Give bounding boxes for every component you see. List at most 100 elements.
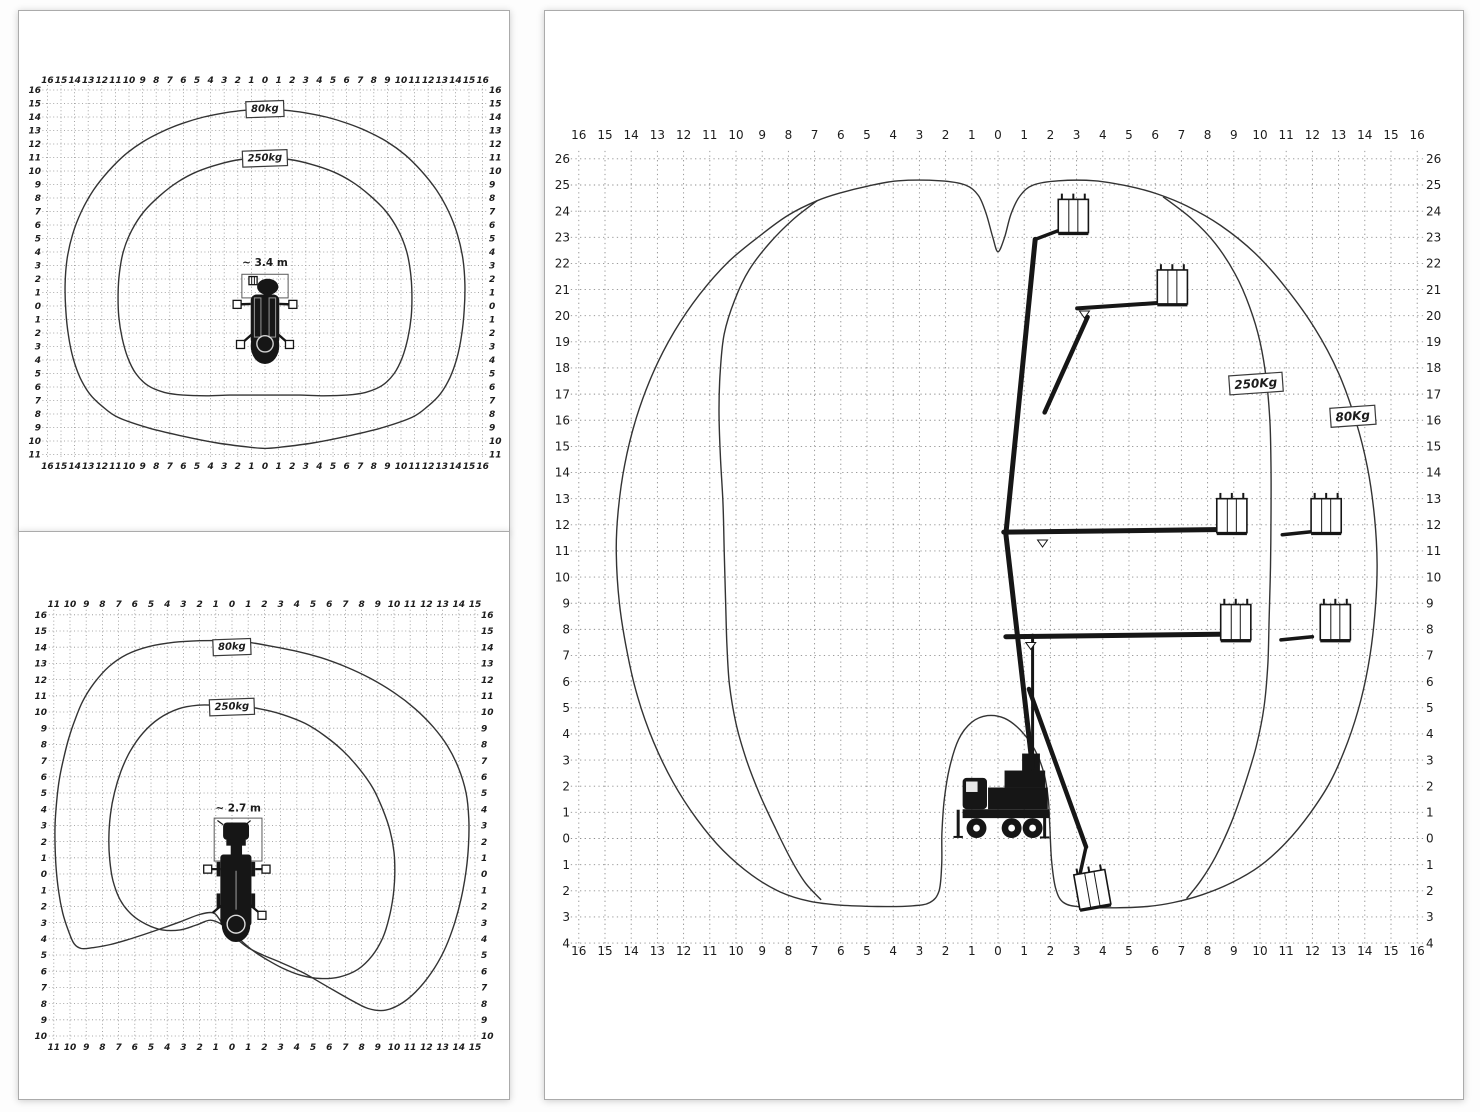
axis-tick-label: 15	[55, 76, 68, 86]
axis-tick-label: 14	[68, 76, 81, 86]
axis-tick-label: 14	[68, 462, 81, 472]
axis-tick-label: 7	[1178, 128, 1186, 142]
machine-width-dimension-label: ~ 3.4 m	[242, 257, 288, 269]
axis-tick-label: 8	[481, 741, 487, 751]
axis-tick-label: 5	[41, 951, 47, 961]
axis-tick-label: 5	[330, 462, 336, 472]
axis-tick-label: 11	[481, 692, 494, 702]
axis-tick-label: 2	[35, 329, 41, 339]
axis-tick-label: 10	[28, 437, 41, 447]
axis-tick-label: 11	[109, 76, 122, 86]
curve-weight-label-text: 80kg	[218, 641, 246, 653]
curve-weight-label: 250Kg	[1228, 371, 1284, 396]
axis-tick-label: 13	[1331, 944, 1346, 958]
axis-tick-label: 8	[562, 623, 570, 637]
axis-tick-label: 0	[35, 302, 41, 312]
curve-weight-label-box	[245, 99, 285, 119]
axis-tick-label: 5	[1426, 701, 1434, 715]
axis-tick-label: 2	[196, 600, 202, 610]
axis-tick-label: 9	[41, 724, 47, 734]
axis-tick-label: 21	[1426, 283, 1441, 297]
axis-tick-labels: 1111101099887766554433221100112233445566…	[34, 600, 493, 1053]
axis-tick-label: 8	[1204, 944, 1212, 958]
axis-tick-label: 8	[371, 462, 377, 472]
axis-tick-label: 3	[41, 822, 47, 832]
work-basket-icon	[1310, 492, 1343, 536]
work-basket-icon	[1072, 864, 1112, 912]
axis-tick-label: 15	[597, 128, 612, 142]
envelope-80kg-curve	[64, 108, 466, 450]
axis-tick-label: 10	[388, 1043, 401, 1053]
axis-tick-label: 3	[180, 600, 186, 610]
axis-tick-label: 4	[562, 936, 570, 950]
axis-tick-label: 5	[194, 462, 200, 472]
axis-tick-label: 11	[702, 128, 717, 142]
axis-tick-label: 6	[1151, 128, 1159, 142]
axis-tick-label: 5	[863, 128, 871, 142]
axis-tick-label: 10	[1426, 570, 1441, 584]
axis-tick-label: 9	[83, 1043, 89, 1053]
axis-tick-label: 7	[115, 600, 122, 610]
axis-tick-label: 16	[476, 462, 489, 472]
axis-tick-label: 4	[206, 462, 213, 472]
axis-tick-label: 12	[1305, 944, 1320, 958]
axis-tick-label: 9	[481, 724, 487, 734]
axis-tick-label: 1	[1020, 944, 1028, 958]
boom-elbow-icon	[1078, 310, 1091, 319]
axis-tick-label: 8	[358, 600, 364, 610]
axis-tick-label: 10	[388, 600, 401, 610]
axis-tick-label: 16	[571, 128, 586, 142]
axis-tick-label: 9	[375, 600, 381, 610]
axis-tick-label: 0	[229, 1043, 235, 1053]
axis-tick-label: 10	[123, 462, 136, 472]
axis-tick-label: 13	[481, 660, 494, 670]
curve-weight-label-text: 80Kg	[1335, 408, 1371, 424]
axis-tick-label: 4	[889, 128, 897, 142]
envelope-250Kg-right-curve	[1162, 196, 1272, 900]
truck-top-view-icon	[203, 820, 271, 943]
axis-tick-label: 18	[555, 361, 570, 375]
axis-tick-label: 8	[41, 1000, 47, 1010]
axis-tick-label: 9	[489, 181, 495, 191]
axis-tick-label: 3	[1426, 910, 1434, 924]
work-basket-icon	[1057, 193, 1090, 236]
axis-tick-label: 15	[1383, 128, 1398, 142]
axis-tick-label: 16	[481, 611, 494, 621]
axis-tick-label: 12	[481, 676, 494, 686]
axis-tick-label: 6	[132, 1043, 138, 1053]
axis-tick-label: 19	[1426, 335, 1441, 349]
axis-tick-label: 1	[968, 128, 976, 142]
axis-tick-label: 5	[330, 76, 336, 86]
axis-tick-label: 13	[34, 660, 47, 670]
axis-tick-label: 15	[463, 76, 476, 86]
axis-tick-label: 7	[1178, 944, 1186, 958]
axis-tick-label: 3	[1073, 944, 1081, 958]
axis-tick-label: 11	[408, 462, 421, 472]
axis-tick-label: 6	[1151, 944, 1159, 958]
axis-tick-label: 10	[395, 76, 408, 86]
axis-tick-label: 10	[34, 708, 47, 718]
work-basket-icon	[1219, 598, 1252, 643]
axis-tick-label: 3	[489, 343, 495, 353]
axis-tick-label: 7	[115, 1043, 122, 1053]
load-envelope-curves	[615, 179, 1378, 909]
axis-tick-label: 10	[395, 462, 408, 472]
axis-tick-label: 0	[262, 462, 268, 472]
axis-tick-label: 10	[64, 600, 77, 610]
axis-tick-label: 11	[34, 692, 47, 702]
axis-tick-label: 14	[1357, 128, 1372, 142]
axis-tick-label: 23	[1426, 230, 1441, 244]
axis-tick-label: 24	[555, 204, 570, 218]
axis-tick-label: 4	[293, 600, 300, 610]
axis-tick-label: 5	[35, 235, 41, 245]
axis-tick-label: 10	[728, 128, 743, 142]
axis-tick-label: 9	[35, 424, 41, 434]
axis-tick-label: 6	[180, 76, 186, 86]
axis-tick-label: 11	[489, 154, 502, 164]
axis-tick-label: 24	[1426, 204, 1441, 218]
axis-tick-label: 13	[436, 1043, 449, 1053]
axis-tick-label: 11	[1279, 128, 1294, 142]
envelope-250Kg-left-curve	[718, 200, 822, 901]
